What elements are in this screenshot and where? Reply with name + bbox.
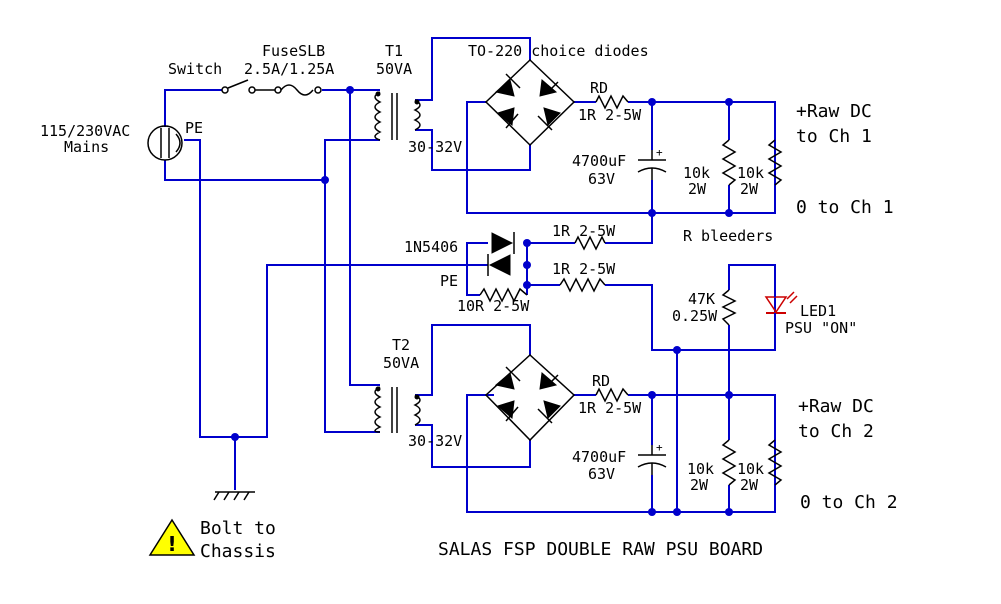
bleeder1a-label: 10k	[683, 164, 710, 182]
led-label: LED1	[800, 302, 836, 320]
svg-text:+: +	[656, 146, 663, 159]
r-47k-label: 47K	[688, 290, 715, 308]
out1-pos-label-2: to Ch 1	[796, 126, 872, 147]
r-10r-label: 10R 2-5W	[457, 297, 530, 315]
bleeder-resistors-1-icon	[721, 139, 783, 186]
rd2-label: RD	[592, 372, 610, 390]
bridge-rectifier-2-icon	[484, 353, 576, 442]
cap1-label: 4700uF	[572, 152, 626, 170]
r-top-label: 1R 2-5W	[552, 222, 616, 240]
out2-pos-label-2: to Ch 2	[798, 421, 874, 442]
bleeder2b-watt: 2W	[740, 476, 759, 494]
t1-va-label: 50VA	[376, 60, 412, 78]
diagram-title: SALAS FSP DOUBLE RAW PSU BOARD	[438, 539, 763, 560]
out1-neg-label: 0 to Ch 1	[796, 197, 894, 218]
pe-mid-label: PE	[440, 272, 458, 290]
mains-label: 115/230VAC	[40, 122, 130, 140]
wires	[164, 37, 776, 513]
fuse-icon	[274, 84, 322, 96]
switch-label: Switch	[168, 60, 222, 78]
rd2-value: 1R 2-5W	[578, 399, 642, 417]
resistor-rd2-icon	[595, 387, 629, 403]
pe-mains-label: PE	[185, 119, 203, 137]
mains-socket-icon	[147, 125, 183, 161]
ground-icon	[213, 491, 255, 501]
transformer-t1-icon	[374, 91, 421, 141]
resistor-47k-icon	[721, 289, 737, 326]
cap2-label: 4700uF	[572, 448, 626, 466]
bleeders-label: R bleeders	[683, 227, 773, 245]
resistor-10r-icon	[479, 287, 528, 303]
diode-1n5406-icon	[487, 232, 515, 276]
fuse-label: FuseSLB	[262, 42, 325, 60]
bleeder-resistors-2-icon	[721, 439, 783, 486]
t2-sec-label: 30-32V	[408, 432, 462, 450]
resistor-rd1-icon	[595, 94, 629, 110]
led-text: PSU "ON"	[785, 319, 857, 337]
t1-label: T1	[385, 42, 403, 60]
resistor-top-icon	[574, 235, 606, 251]
bleeder1b-label: 10k	[737, 164, 764, 182]
fuse-rating-label: 2.5A/1.25A	[244, 60, 334, 78]
cap2-voltage: 63V	[588, 465, 615, 483]
out1-pos-label: +Raw DC	[796, 101, 872, 122]
bridge-rectifier-1-icon	[484, 58, 576, 147]
out2-pos-label: +Raw DC	[798, 396, 874, 417]
mains-label-2: Mains	[64, 138, 109, 156]
t2-va-label: 50VA	[383, 354, 419, 372]
resistor-mid-icon	[559, 277, 606, 293]
bolt-label-2: Chassis	[200, 541, 276, 562]
rd1-value: 1R 2-5W	[578, 106, 642, 124]
warning-icon: !	[148, 518, 196, 556]
t2-label: T2	[392, 336, 410, 354]
rd1-label: RD	[590, 79, 608, 97]
out2-neg-label: 0 to Ch 2	[800, 492, 898, 513]
bleeder1a-watt: 2W	[688, 180, 707, 198]
diodes-label: TO-220 choice diodes	[468, 42, 649, 60]
bleeder2a-label: 10k	[687, 460, 714, 478]
r-mid-label: 1R 2-5W	[552, 260, 616, 278]
r-47k-watt: 0.25W	[672, 307, 718, 325]
diode-label: 1N5406	[404, 238, 458, 256]
svg-text:+: +	[656, 441, 663, 454]
capacitor-2-icon: +	[637, 441, 667, 475]
bleeder2b-label: 10k	[737, 460, 764, 478]
switch-icon	[221, 79, 275, 94]
t1-sec-label: 30-32V	[408, 138, 462, 156]
bolt-label: Bolt to	[200, 518, 276, 539]
transformer-t2-icon	[374, 386, 421, 433]
bleeder2a-watt: 2W	[690, 476, 709, 494]
led-icon	[764, 265, 798, 350]
capacitor-1-icon: +	[637, 146, 667, 180]
cap1-voltage: 63V	[588, 170, 615, 188]
svg-text:!: !	[167, 532, 176, 556]
junction-dots	[231, 86, 733, 516]
labels: 115/230VAC Mains PE Switch FuseSLB 2.5A/…	[40, 42, 898, 562]
bleeder1b-watt: 2W	[740, 180, 759, 198]
